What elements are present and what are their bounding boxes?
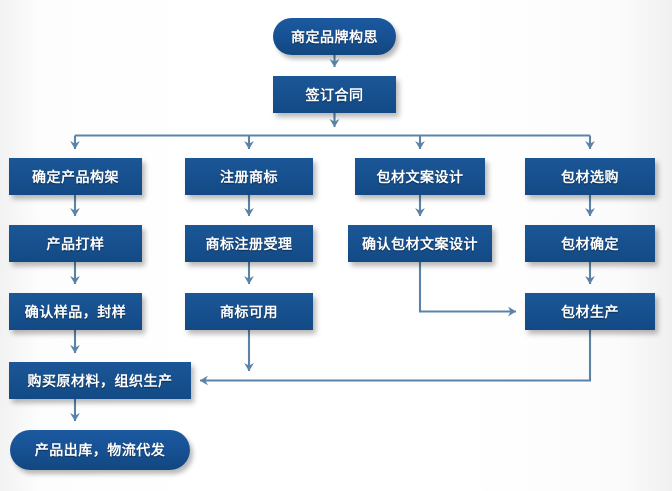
- node-packaging-production[interactable]: 包材生产: [525, 293, 655, 330]
- node-label: 包材文案设计: [376, 168, 464, 185]
- node-product-shipout-logistics[interactable]: 产品出库，物流代发: [10, 430, 190, 470]
- node-define-product-frame[interactable]: 确定产品构架: [9, 158, 142, 195]
- node-label: 包材确定: [561, 235, 619, 252]
- node-label: 注册商标: [220, 168, 278, 185]
- node-label: 产品出库，物流代发: [34, 442, 166, 458]
- node-label: 商标注册受理: [205, 235, 293, 252]
- node-brand-ideation[interactable]: 商定品牌构思: [273, 18, 396, 55]
- edge-packaging-production-to-materials: [199, 330, 592, 386]
- node-buy-materials-organize-production[interactable]: 购买原材料，组织生产: [9, 362, 191, 399]
- node-packaging-copy-design[interactable]: 包材文案设计: [355, 158, 485, 195]
- node-label: 商标可用: [220, 303, 278, 320]
- node-confirm-sample-and-seal[interactable]: 确认样品，封样: [9, 293, 142, 330]
- edge-confirm-copy-to-packaging-production: [418, 262, 517, 317]
- node-packaging-purchase[interactable]: 包材选购: [525, 158, 655, 195]
- node-trademark-application-accepted[interactable]: 商标注册受理: [185, 225, 313, 262]
- node-label: 商定品牌构思: [291, 28, 378, 45]
- node-label: 产品打样: [46, 235, 105, 252]
- node-label: 确认包材文案设计: [362, 235, 478, 252]
- node-product-sampling[interactable]: 产品打样: [9, 225, 142, 262]
- node-label: 确定产品构架: [32, 168, 119, 185]
- node-label: 签订合同: [305, 86, 364, 103]
- node-sign-contract[interactable]: 签订合同: [273, 76, 396, 113]
- node-confirm-packaging-copy-design[interactable]: 确认包材文案设计: [348, 225, 492, 262]
- node-label: 确认样品，封样: [24, 303, 127, 320]
- node-register-trademark[interactable]: 注册商标: [185, 158, 313, 195]
- node-trademark-available[interactable]: 商标可用: [185, 293, 313, 330]
- node-label: 包材选购: [561, 168, 619, 185]
- node-label: 购买原材料，组织生产: [27, 372, 173, 389]
- node-label: 包材生产: [561, 303, 619, 320]
- node-packaging-confirmed[interactable]: 包材确定: [525, 225, 655, 262]
